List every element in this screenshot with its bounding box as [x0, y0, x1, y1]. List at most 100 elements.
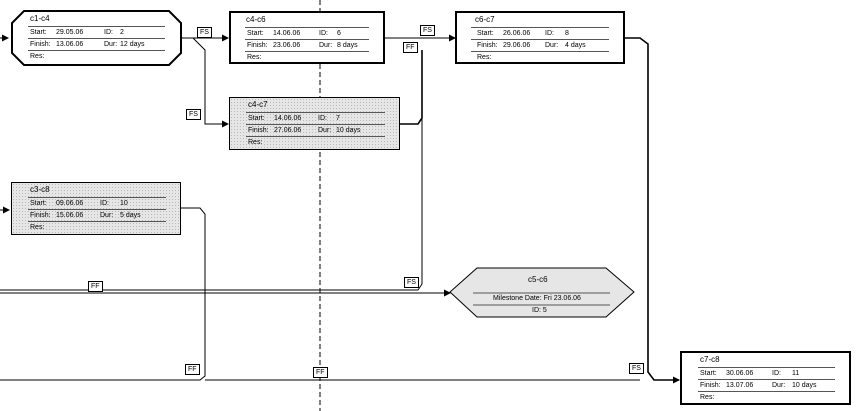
res-label: Res: — [30, 53, 45, 60]
res-row: Res: — [245, 51, 369, 63]
finish-row: Finish: 13.06.06 Dur: 12 days — [28, 38, 165, 50]
finish-value: 15.06.06 — [56, 212, 84, 219]
start-label: Start: — [477, 30, 494, 37]
node-c6-c7[interactable]: c6-c7 Start: 26.06.06 ID: 8 Finish: 29.0… — [455, 11, 625, 64]
dur-value: 12 days — [120, 41, 145, 48]
start-value: 26.06.06 — [503, 30, 531, 37]
res-label: Res: — [247, 54, 262, 61]
dur-label: Dur: — [545, 42, 559, 49]
node-c7-c8[interactable]: c7-c8 Start: 30.06.06 ID: 11 Finish: 13.… — [680, 351, 851, 405]
task-name: c7-c8 — [700, 355, 720, 364]
finish-value: 13.07.06 — [726, 382, 754, 389]
finish-row: Finish: 29.06.06 Dur: 4 days — [471, 39, 609, 51]
node-c4-c7[interactable]: c4-c7 Start: 14.06.06 ID: 7 Finish: 27.0… — [229, 97, 400, 150]
milestone-name: c5-c6 — [528, 275, 548, 284]
start-label: Start: — [248, 115, 265, 122]
id-label: ID: — [772, 370, 781, 377]
start-label: Start: — [30, 29, 47, 36]
finish-value: 27.06.06 — [274, 127, 302, 134]
finish-value: 13.06.06 — [56, 41, 84, 48]
start-value: 14.06.06 — [273, 30, 301, 37]
start-value: 14.06.06 — [274, 115, 302, 122]
finish-label: Finish: — [247, 42, 268, 49]
id-label: ID: — [318, 115, 327, 122]
start-label: Start: — [700, 370, 717, 377]
finish-label: Finish: — [700, 382, 721, 389]
dur-label: Dur: — [104, 41, 118, 48]
link-label-fs[interactable]: FS — [186, 109, 201, 120]
finish-row: Finish: 23.06.06 Dur: 8 days — [245, 39, 369, 51]
link-c3c8-out — [0, 207, 206, 381]
link-c6c7-milestone — [0, 50, 423, 291]
milestone-date-value: Fri 23.06.06 — [543, 295, 581, 302]
finish-row: Finish: 13.07.06 Dur: 10 days — [698, 379, 835, 391]
id-label: ID: — [319, 30, 328, 37]
finish-label: Finish: — [30, 41, 51, 48]
dur-value: 8 days — [337, 42, 358, 49]
res-row: Res: — [471, 51, 609, 63]
link-label-ff[interactable]: FF — [88, 281, 103, 292]
link-label-ff[interactable]: FF — [185, 364, 200, 375]
link-label-ff[interactable]: FF — [403, 42, 418, 53]
task-name: c1-c4 — [30, 14, 50, 23]
id-value: 10 — [120, 200, 128, 207]
res-label: Res: — [700, 394, 715, 401]
start-row: Start: 14.06.06 ID: 7 — [246, 112, 385, 124]
link-label-fs[interactable]: FS — [420, 25, 435, 36]
id-value: 8 — [565, 30, 569, 37]
start-label: Start: — [247, 30, 264, 37]
finish-row: Finish: 15.06.06 Dur: 5 days — [28, 209, 166, 221]
start-value: 09.06.06 — [56, 200, 84, 207]
finish-row: Finish: 27.06.06 Dur: 10 days — [246, 124, 385, 136]
finish-label: Finish: — [477, 42, 498, 49]
milestone-date-row: Milestone Date: Fri 23.06.06 — [493, 295, 581, 302]
id-value: 6 — [337, 30, 341, 37]
start-value: 30.06.06 — [726, 370, 754, 377]
link-c1c4-c4c7 — [192, 37, 229, 128]
res-row: Res: — [28, 50, 165, 62]
res-label: Res: — [248, 139, 263, 146]
id-value: 7 — [336, 115, 340, 122]
start-row: Start: 26.06.06 ID: 8 — [471, 27, 609, 39]
dur-value: 10 days — [792, 382, 817, 389]
milestone-id-row: ID: 5 — [532, 307, 547, 314]
id-label: ID: — [545, 30, 554, 37]
task-name: c6-c7 — [475, 15, 495, 24]
id-label: ID: — [104, 29, 113, 36]
link-label-ff[interactable]: FF — [313, 367, 328, 378]
link-c4c7-c6c7 — [400, 50, 423, 125]
node-c1-c4[interactable]: c1-c4 Start: 29.05.06 ID: 2 Finish: 13.0… — [12, 11, 181, 65]
res-row: Res: — [246, 136, 385, 148]
dur-label: Dur: — [318, 127, 332, 134]
node-c4-c6[interactable]: c4-c6 Start: 14.06.06 ID: 6 Finish: 23.0… — [229, 11, 385, 64]
res-row: Res: — [698, 391, 835, 403]
milestone-id-value: 5 — [542, 307, 547, 314]
res-label: Res: — [477, 54, 492, 61]
dur-label: Dur: — [100, 212, 114, 219]
start-row: Start: 29.05.06 ID: 2 — [28, 26, 165, 38]
task-name: c4-c7 — [248, 100, 268, 109]
task-name: c3-c8 — [30, 185, 50, 194]
dur-value: 5 days — [120, 212, 141, 219]
dur-label: Dur: — [319, 42, 333, 49]
node-c3-c8[interactable]: c3-c8 Start: 09.06.06 ID: 10 Finish: 15.… — [11, 182, 181, 235]
start-row: Start: 09.06.06 ID: 10 — [28, 197, 166, 209]
link-label-fs[interactable]: FS — [197, 27, 212, 38]
milestone-id-label: ID: — [532, 307, 541, 314]
res-row: Res: — [28, 221, 166, 233]
start-row: Start: 30.06.06 ID: 11 — [698, 367, 835, 379]
finish-label: Finish: — [30, 212, 51, 219]
id-label: ID: — [100, 200, 109, 207]
finish-value: 29.06.06 — [503, 42, 531, 49]
milestone-date-label: Milestone Date: — [493, 295, 542, 302]
link-label-fs[interactable]: FS — [404, 277, 419, 288]
id-value: 11 — [792, 370, 800, 377]
link-label-fs[interactable]: FS — [629, 363, 644, 374]
start-row: Start: 14.06.06 ID: 6 — [245, 27, 369, 39]
res-label: Res: — [30, 224, 45, 231]
dur-value: 10 days — [336, 127, 361, 134]
task-name: c4-c6 — [246, 15, 266, 24]
start-label: Start: — [30, 200, 47, 207]
id-value: 2 — [120, 29, 124, 36]
